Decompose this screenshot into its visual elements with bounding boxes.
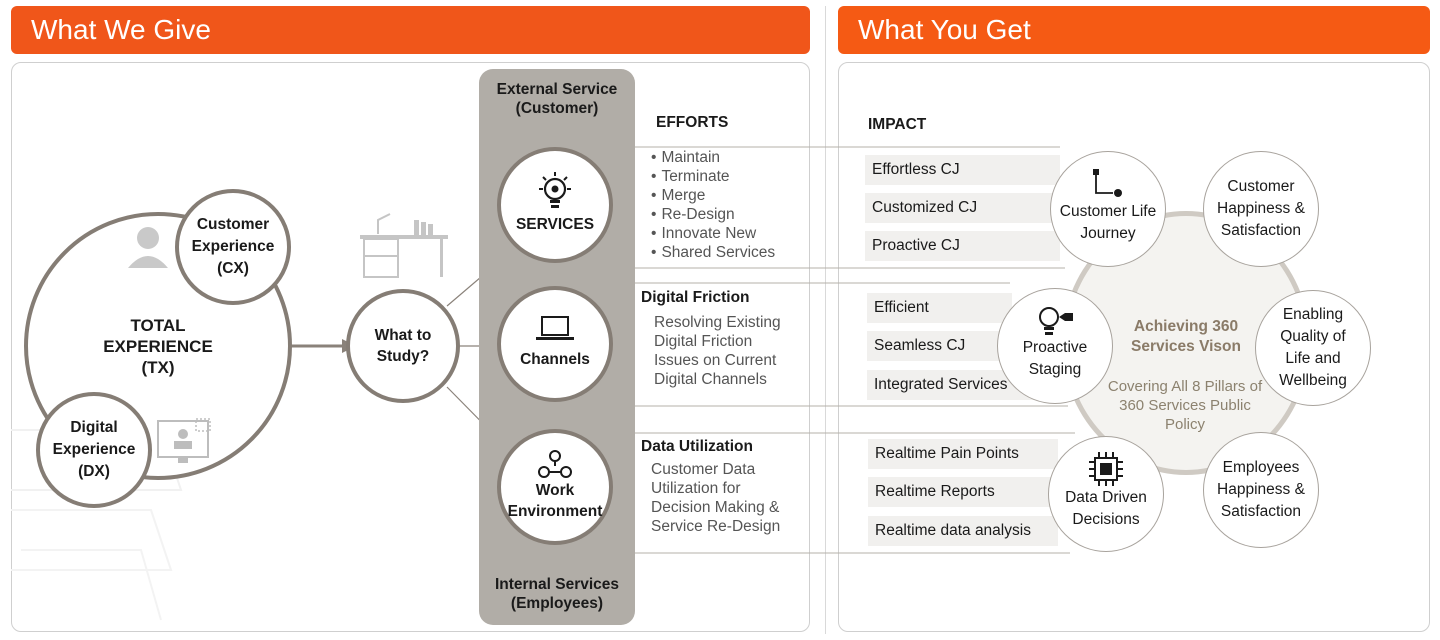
impact-item: Customized CJ bbox=[865, 193, 1060, 223]
section-divider bbox=[825, 6, 826, 634]
efforts-title: EFFORTS bbox=[656, 114, 729, 131]
data-utilization-text: Customer Data Utilization for Decision M… bbox=[651, 461, 781, 535]
flow-arrow-icon bbox=[1093, 169, 1122, 197]
channels-label: Channels bbox=[520, 351, 590, 368]
effort-item: Innovate New bbox=[651, 224, 775, 243]
quality-of-life-circle: Enabling Quality of Life and Wellbeing bbox=[1255, 290, 1371, 406]
lightbulb-gear-icon bbox=[539, 172, 571, 208]
tx-label-2: EXPERIENCE bbox=[103, 336, 213, 356]
effort-item: Terminate bbox=[651, 167, 775, 186]
digital-experience-circle: Digital Experience (DX) bbox=[36, 392, 152, 508]
header-what-we-give: What We Give bbox=[11, 6, 810, 54]
proactive-staging-circle: Proactive Staging bbox=[997, 288, 1113, 404]
effort-item: Shared Services bbox=[651, 243, 775, 262]
cx-label-2: Experience bbox=[191, 238, 275, 255]
digital-friction-text: Resolving Existing Digital Friction Issu… bbox=[654, 314, 781, 388]
what-to-study-circle: What to Study? bbox=[346, 289, 460, 403]
work-label-2: Environment bbox=[507, 503, 603, 520]
customer-experience-circle: Customer Experience (CX) bbox=[175, 189, 291, 305]
services-label: SERVICES bbox=[515, 216, 595, 233]
user-icon bbox=[128, 227, 168, 268]
work-label-1: Work bbox=[535, 482, 575, 499]
customer-life-journey-circle: Customer Life Journey bbox=[1050, 151, 1166, 267]
hub-subtitle: Covering All 8 Pillars of 360 Services P… bbox=[1107, 378, 1263, 433]
desk-icon bbox=[360, 213, 448, 278]
digital-friction-title: Digital Friction bbox=[641, 289, 750, 306]
monitor-icon bbox=[157, 418, 211, 463]
effort-item: Maintain bbox=[651, 148, 775, 167]
header-what-you-get: What You Get bbox=[838, 6, 1430, 54]
impact-item: Proactive CJ bbox=[865, 231, 1060, 261]
cx-label-1: Customer bbox=[196, 216, 270, 233]
effort-item: Re-Design bbox=[651, 205, 775, 224]
effort-item: Merge bbox=[651, 186, 775, 205]
customer-happiness-circle: Customer Happiness & Satisfaction bbox=[1203, 151, 1319, 267]
impact-item: Efficient bbox=[867, 293, 1012, 323]
dx-label-2: Experience bbox=[52, 441, 136, 458]
impact-item: Realtime Reports bbox=[868, 477, 1058, 507]
services-node: SERVICES bbox=[497, 147, 613, 263]
dx-label-1: Digital bbox=[70, 419, 118, 436]
efforts-list: Maintain Terminate Merge Re-Design Innov… bbox=[651, 148, 775, 262]
channels-node: Channels bbox=[497, 286, 613, 402]
tx-label-3: (TX) bbox=[141, 357, 175, 377]
tx-label-1: TOTAL bbox=[130, 315, 186, 335]
hub-title: Achieving 360 Services Vison bbox=[1130, 318, 1241, 355]
data-driven-decisions-circle: Data Driven Decisions bbox=[1048, 436, 1164, 552]
external-service-label: External Service (Customer) bbox=[496, 81, 618, 117]
impact-item: Seamless CJ bbox=[867, 331, 1012, 361]
impact-item: Effortless CJ bbox=[865, 155, 1060, 185]
impact-item: Realtime Pain Points bbox=[868, 439, 1058, 469]
chip-icon bbox=[1089, 452, 1123, 486]
impact-title: IMPACT bbox=[868, 116, 927, 133]
internal-services-label: Internal Services (Employees) bbox=[494, 576, 620, 612]
cx-label-3: (CX) bbox=[217, 260, 249, 277]
impact-item: Realtime data analysis bbox=[868, 516, 1058, 546]
bulb-tag-icon bbox=[1039, 307, 1073, 335]
data-utilization-title: Data Utilization bbox=[641, 438, 753, 455]
laptop-icon bbox=[536, 316, 574, 340]
employees-happiness-circle: Employees Happiness & Satisfaction bbox=[1203, 432, 1319, 548]
work-environment-node: Work Environment bbox=[497, 429, 613, 545]
study-label-1: What to bbox=[374, 327, 432, 344]
study-label-2: Study? bbox=[376, 348, 430, 365]
network-people-icon bbox=[538, 450, 572, 478]
dx-label-3: (DX) bbox=[78, 463, 110, 480]
